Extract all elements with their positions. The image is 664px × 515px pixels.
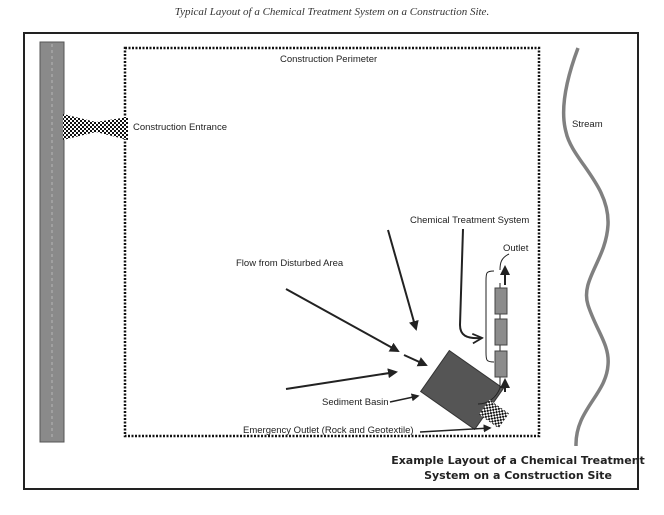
treatment-unit-2 — [494, 318, 508, 346]
chemical-treatment-system — [485, 265, 510, 392]
emergency-outlet — [479, 399, 509, 429]
sediment-basin-label: Sediment Basin — [322, 397, 389, 408]
chemical-treatment-system-label: Chemical Treatment System — [410, 215, 529, 226]
construction-entrance — [63, 114, 128, 140]
flow-from-disturbed-area-label: Flow from Disturbed Area — [236, 258, 344, 269]
basin-outflow-pipe — [477, 360, 501, 405]
outlet-label: Outlet — [503, 243, 529, 254]
treatment-bracket — [485, 270, 495, 363]
treatment-unit-3 — [494, 350, 508, 378]
figure-title-line1: Example Layout of a Chemical Treatment — [391, 454, 645, 467]
road — [39, 41, 65, 443]
flow-arrows — [285, 229, 428, 390]
stream-label: Stream — [572, 119, 603, 130]
emergency-outlet-label: Emergency Outlet (Rock and Geotextile) — [243, 425, 414, 436]
outlet-pointer — [499, 253, 510, 271]
figure-caption: Typical Layout of a Chemical Treatment S… — [174, 6, 490, 18]
chemical-treatment-pointer — [458, 228, 481, 338]
construction-perimeter-label: Construction Perimeter — [280, 54, 377, 65]
treatment-unit-1 — [494, 287, 508, 315]
stream — [561, 47, 610, 447]
figure-title-line2: System on a Construction Site — [424, 469, 612, 482]
figure-frame — [23, 32, 639, 490]
construction-entrance-label: Construction Entrance — [133, 122, 227, 133]
construction-perimeter — [123, 46, 541, 438]
